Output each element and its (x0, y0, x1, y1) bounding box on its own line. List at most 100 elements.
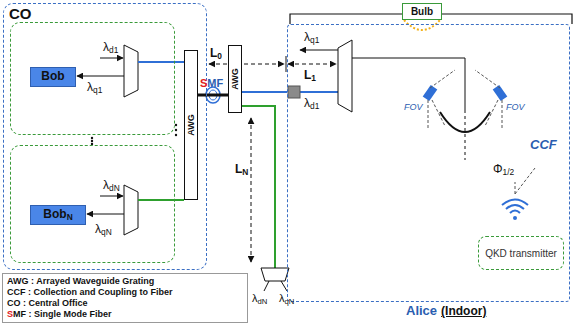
fiber (138, 199, 184, 201)
receiver-group-text-main: λ (95, 222, 101, 236)
wavelength-label-subscript: d1 (310, 101, 319, 111)
awg-box-text: AWG (186, 114, 196, 136)
fov-line (502, 100, 503, 130)
receiver-box-text: BobN (43, 208, 72, 221)
demux (124, 185, 138, 235)
wavelength-label-subscript: dN (258, 297, 268, 306)
fiber (242, 106, 275, 268)
wavelength-label-subscript: q1 (310, 35, 319, 45)
detector (493, 85, 508, 101)
signal-arrow (100, 58, 123, 59)
office-region-text: CO (9, 5, 32, 22)
signal-arrow (300, 50, 338, 51)
wavelength-label: λdN (252, 292, 267, 305)
ellipsis-dot (175, 134, 177, 136)
receiver-group-text-main: λ (103, 178, 109, 192)
distance-label: L1 (304, 69, 316, 83)
bulb-box-text: Bulb (411, 6, 433, 17)
fov-line (430, 70, 455, 88)
abbreviation-key: AWG : Arrayed Waveguide GratingCCF : Col… (2, 273, 248, 323)
wifi-icon (510, 211, 520, 214)
receiver-box-text: Bob (41, 70, 64, 83)
wifi-icon (513, 216, 517, 220)
receiver-group: λd1λq1Bob (10, 22, 175, 135)
angle-label-main: Φ (493, 162, 503, 176)
receiver-group-text: λdN (103, 179, 120, 193)
wavelength-label: λqN (279, 292, 294, 305)
ellipsis-dot (91, 140, 93, 142)
receiver-box-text-main: Bob (43, 207, 66, 221)
fov-label: FOV (506, 102, 525, 112)
bulb-box: Bulb (402, 3, 442, 20)
receiver-group-text-main: λ (103, 40, 109, 54)
distance-label: L0 (210, 47, 222, 61)
distance-label-main: L (235, 162, 242, 176)
receiver-box-text-subscript: N (67, 213, 73, 223)
fiber-connector (242, 91, 287, 93)
receiver-group-text: λqN (95, 223, 112, 237)
receiver-box: Bob (30, 67, 76, 87)
demux (261, 268, 289, 281)
angle-label-subscript: 1/2 (503, 167, 515, 177)
wavelength-label-main: λ (279, 292, 285, 304)
receiver-group-text-main: λ (87, 80, 93, 94)
wavelength-label: λq1 (304, 31, 319, 45)
light-rays (404, 20, 440, 30)
ellipsis-dot (91, 137, 93, 139)
abbreviation-key-text: AWG : Arrayed Waveguide Grating (7, 276, 243, 287)
signal-arrow (87, 214, 124, 215)
distance-label-main: L (304, 68, 311, 82)
distance-label-subscript: N (242, 167, 248, 177)
wavelength-label-main: λ (304, 96, 310, 110)
user-region-text: (Indoor) (441, 305, 486, 319)
receiver-group-text-subscript: dN (109, 183, 120, 193)
receiver-group: λdNλqNBobN (10, 145, 175, 263)
distance-label: LN (234, 163, 249, 177)
fov-line (432, 100, 445, 126)
abbreviation-key-text: CO : Central Office (7, 298, 243, 309)
fiber-label: SMF (200, 77, 223, 90)
fiber (138, 61, 184, 63)
fov-line (475, 70, 500, 88)
wavelength-label-main: λ (252, 292, 258, 304)
awg-box: AWG (184, 50, 198, 200)
abbreviation-key-text: SMF : Single Mode Fiber (7, 309, 243, 320)
fiber-connector (198, 94, 228, 97)
fov-line (428, 100, 429, 130)
abbreviation-key-text: CCF : Collection and Coupling to Fiber (7, 287, 243, 298)
wavelength-label: λd1 (304, 97, 319, 111)
distance-label-subscript: 1 (311, 73, 316, 83)
distance-arrow (251, 118, 252, 262)
receiver-group-text-subscript: q1 (93, 85, 102, 95)
demux (338, 40, 352, 112)
angle-label: Φ1/2 (493, 163, 514, 177)
wifi-icon (506, 205, 524, 209)
receiver-box: BobN (30, 205, 86, 225)
transmitter-box: QKD transmitter (478, 236, 564, 270)
receiver-group-text: λq1 (87, 81, 102, 95)
user-region-text: Alice (406, 304, 437, 319)
distance-label-main: L (210, 46, 217, 60)
transmitter-box-text: QKD transmitter (485, 248, 557, 259)
signal-arrow (77, 76, 124, 77)
awg-box: AWG (228, 45, 242, 113)
demux (124, 45, 138, 97)
detector (423, 85, 438, 101)
receiver-label: CCF (530, 138, 557, 153)
beam-angle (515, 168, 535, 194)
fiber (300, 91, 338, 93)
user-region: Alice(Indoor)QKD transmitter (287, 24, 570, 302)
distance-arrow (209, 64, 284, 65)
fiber (264, 281, 269, 291)
receiver-group-text: λd1 (103, 41, 118, 55)
office-region: COλd1λq1BobλdNλqNBobNAWG (3, 3, 207, 270)
axis (465, 110, 466, 160)
signal-arrow (100, 196, 123, 197)
distance-label-subscript: 0 (217, 51, 222, 61)
wavelength-label-subscript: qN (285, 297, 295, 306)
beam-angle (515, 182, 516, 194)
distance-arrow (288, 64, 336, 65)
receiver-group-text-subscript: d1 (109, 45, 118, 55)
fiber-coupler (288, 86, 300, 98)
